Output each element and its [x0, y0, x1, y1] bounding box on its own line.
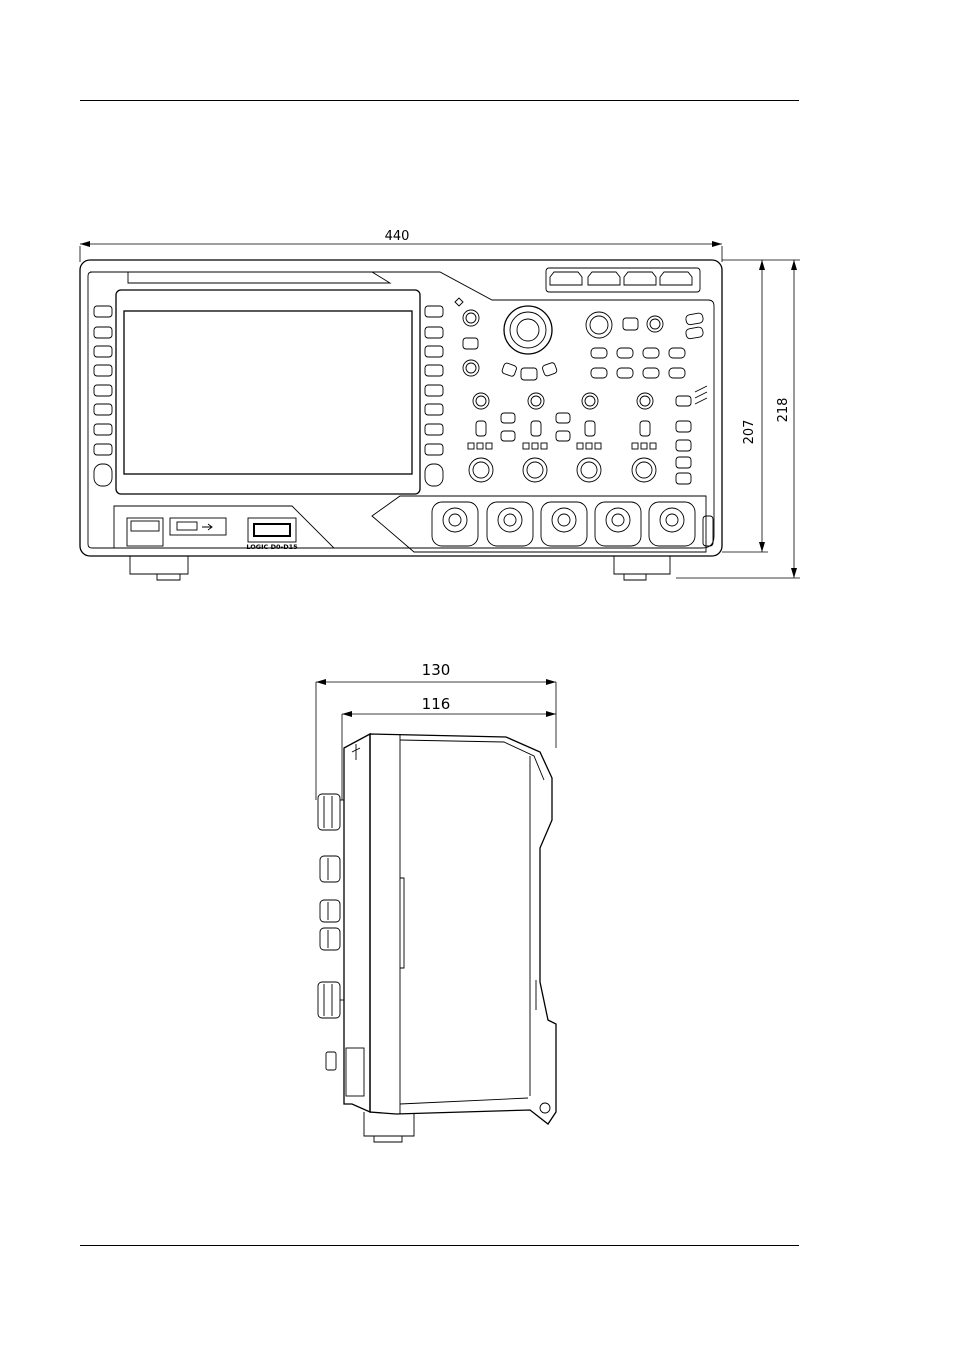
channel-columns [468, 393, 691, 484]
usb-icon [202, 524, 212, 530]
side-view: 130 116 [316, 661, 556, 1142]
front-feet [130, 556, 670, 580]
bnc-connectors [432, 502, 713, 546]
display-screen [124, 311, 412, 474]
height-dimension-inner: 207 [722, 260, 768, 552]
depth-dimension-outer: 130 [316, 661, 556, 800]
control-panel [455, 298, 707, 404]
power-button [127, 518, 163, 546]
rear-mount-icon [540, 1103, 550, 1113]
front-view: 440 207 218 [80, 229, 800, 580]
height-inner-label: 207 [742, 420, 757, 445]
height-outer-label: 218 [776, 398, 791, 423]
depth-inner-label: 116 [422, 695, 451, 713]
side-body-outline [370, 734, 556, 1124]
right-softkeys [425, 306, 443, 486]
display-bezel [116, 290, 420, 494]
bnc-panel [372, 496, 706, 552]
usb-port [170, 518, 226, 535]
brand-strip [128, 272, 390, 283]
multifunction-knob [504, 306, 552, 354]
left-softkeys [94, 306, 112, 486]
chassis-outline [80, 260, 722, 556]
side-foot [364, 1112, 414, 1136]
depth-outer-label: 130 [422, 661, 451, 679]
width-label: 440 [385, 229, 410, 244]
io-panel [114, 506, 334, 548]
top-function-keys [546, 268, 700, 292]
depth-dimension-inner: 116 [342, 695, 556, 800]
width-dimension: 440 [80, 229, 722, 262]
side-knobs [318, 794, 364, 1096]
logic-port-label: LOGIC D0-D15 [246, 543, 298, 551]
logic-port [248, 518, 296, 542]
front-bezel-profile [344, 734, 370, 1112]
front-panel-border [88, 272, 714, 548]
